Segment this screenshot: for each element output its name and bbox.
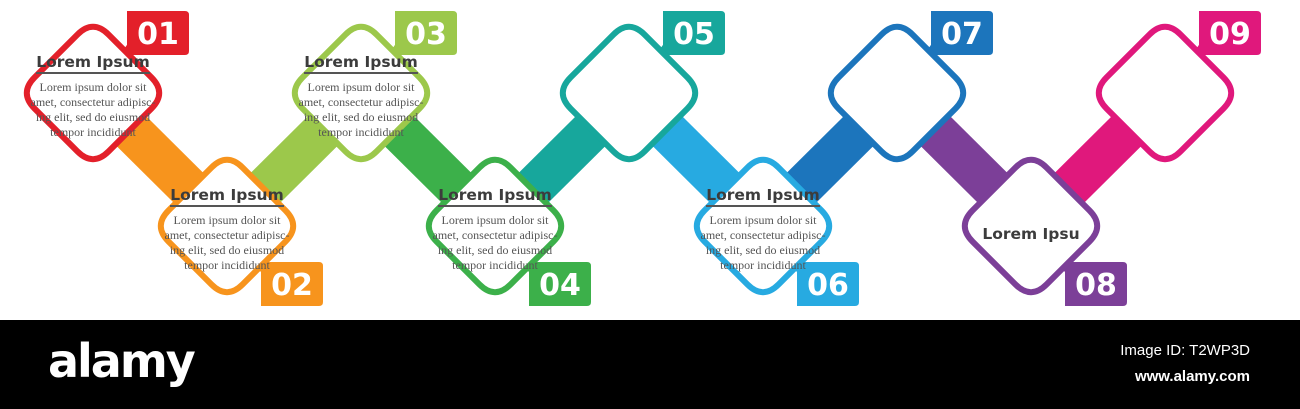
step-body-line: ing elit, sed do eiusmod xyxy=(438,243,552,257)
step-body-line: amet, consectetur adipisc- xyxy=(299,95,424,109)
step-diamond xyxy=(425,156,565,296)
step-title: Lorem Ipsum xyxy=(438,186,552,204)
step-body-line: amet, consectetur adipisc- xyxy=(433,228,558,242)
step-number: 03 xyxy=(405,17,447,52)
step-number: 04 xyxy=(539,268,581,303)
step-09: 09 xyxy=(1095,11,1261,163)
step-title: Lorem Ipsum xyxy=(170,186,284,204)
number-tab xyxy=(663,11,725,55)
step-diamond xyxy=(827,23,967,163)
number-tab xyxy=(797,262,859,306)
step-number: 07 xyxy=(941,17,983,52)
step-number: 01 xyxy=(137,17,179,52)
title-divider xyxy=(706,205,820,207)
step-body-line: amet, consectetur adipisc- xyxy=(701,228,826,242)
step-body-line: tempor incididunt xyxy=(452,258,538,272)
image-id: Image ID: T2WP3D xyxy=(1120,342,1250,359)
watermark-footer: alamy Image ID: T2WP3D www.alamy.com xyxy=(0,320,1300,409)
step-title: Lorem Ipsum xyxy=(36,53,150,71)
title-divider xyxy=(36,72,150,74)
step-07: 07 xyxy=(827,11,993,163)
step-body-line: tempor incididunt xyxy=(50,125,136,139)
step-number: 05 xyxy=(673,17,715,52)
step-body-line: Lorem ipsum dolor sit xyxy=(710,213,818,227)
step-title: Lorem Ipsum xyxy=(304,53,418,71)
step-body-line: tempor incididunt xyxy=(184,258,270,272)
step-body-line: amet, consectetur adipisc- xyxy=(165,228,290,242)
step-body-line: Lorem ipsum dolor sit xyxy=(308,80,416,94)
step-number: 06 xyxy=(807,268,849,303)
step-body-line: tempor incididunt xyxy=(318,125,404,139)
step-number: 02 xyxy=(271,268,313,303)
step-diamond xyxy=(559,23,699,163)
step-title: Lorem Ipsu xyxy=(982,225,1079,243)
step-08: 08 Lorem Ipsu xyxy=(961,156,1127,306)
step-05: 05 xyxy=(559,11,725,163)
step-body-line: amet, consectetur adipisc- xyxy=(31,95,156,109)
alamy-logo: alamy xyxy=(48,334,196,388)
number-tab xyxy=(1065,262,1127,306)
site-url: www.alamy.com xyxy=(1134,368,1250,385)
step-number: 08 xyxy=(1075,268,1117,303)
step-number: 09 xyxy=(1209,17,1251,52)
step-body-line: ing elit, sed do eiusmod xyxy=(170,243,284,257)
number-tab xyxy=(931,11,993,55)
step-body-line: Lorem ipsum dolor sit xyxy=(40,80,148,94)
step-diamond xyxy=(157,156,297,296)
step-body-line: ing elit, sed do eiusmod xyxy=(36,110,150,124)
step-body-line: Lorem ipsum dolor sit xyxy=(442,213,550,227)
number-tab xyxy=(395,11,457,55)
step-body-line: Lorem ipsum dolor sit xyxy=(174,213,282,227)
step-body-line: tempor incididunt xyxy=(720,258,806,272)
step-body-line: ing elit, sed do eiusmod xyxy=(304,110,418,124)
number-tab xyxy=(127,11,189,55)
step-body-line: ing elit, sed do eiusmod xyxy=(706,243,820,257)
number-tab xyxy=(1199,11,1261,55)
title-divider xyxy=(304,72,418,74)
number-tab xyxy=(261,262,323,306)
step-diamond xyxy=(693,156,833,296)
title-divider xyxy=(438,205,552,207)
title-divider xyxy=(170,205,284,207)
step-diamond xyxy=(23,23,163,163)
number-tab xyxy=(529,262,591,306)
step-diamond xyxy=(961,156,1101,296)
step-diamond xyxy=(1095,23,1235,163)
step-title: Lorem Ipsum xyxy=(706,186,820,204)
step-diamond xyxy=(291,23,431,163)
